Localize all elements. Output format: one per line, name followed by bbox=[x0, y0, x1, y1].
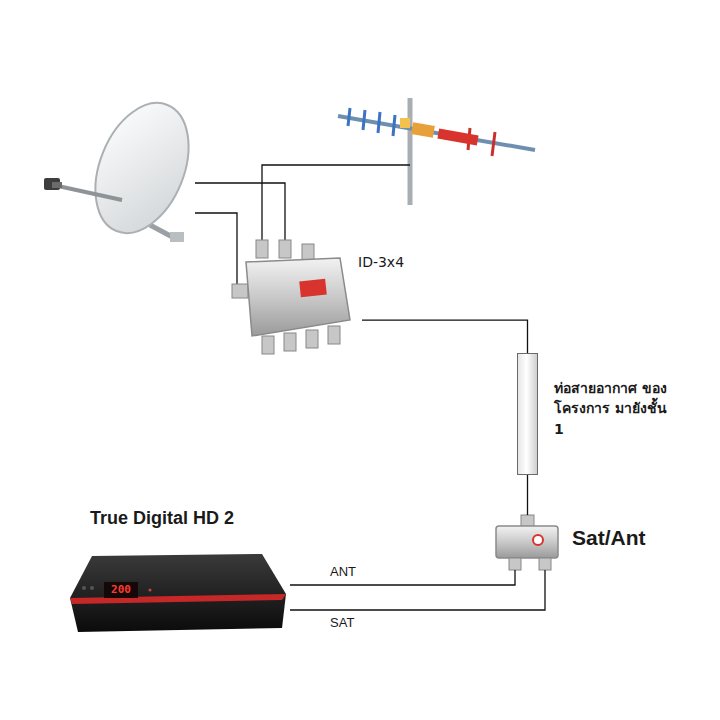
antenna-wire bbox=[262, 165, 410, 244]
device-title: Sat/Ant bbox=[572, 523, 646, 553]
multiswitch bbox=[232, 240, 350, 354]
label-holder: 200 bbox=[105, 582, 137, 598]
cable-duct: ท่อสายอากาศ ของโครงการ มายังชั้น 1 bbox=[517, 353, 538, 475]
device-label: ID-3x4 bbox=[358, 252, 404, 272]
cable-line bbox=[362, 320, 528, 353]
label-holder: ANT bbox=[328, 564, 358, 580]
cable-line bbox=[527, 475, 528, 515]
device-title: True Digital HD 2 bbox=[90, 505, 234, 531]
cable-line bbox=[290, 570, 515, 585]
tv-antenna bbox=[338, 98, 535, 205]
display-digits: 200 bbox=[105, 582, 137, 598]
satellite-dish bbox=[44, 89, 206, 247]
diplexer-node: Sat/Ant bbox=[490, 515, 565, 570]
multiswitch-node: ID-3x4 bbox=[230, 240, 362, 360]
signal-label: SAT bbox=[328, 615, 356, 631]
diplexer bbox=[496, 515, 558, 570]
set-top-box bbox=[70, 554, 286, 632]
duct-note: ท่อสายอากาศ ของโครงการ มายังชั้น 1 bbox=[554, 378, 672, 439]
label-holder: SAT bbox=[328, 615, 356, 631]
set-top-box-node: True Digital HD 2 bbox=[65, 505, 290, 640]
dish-wire bbox=[195, 213, 237, 288]
signal-label: ANT bbox=[328, 564, 358, 580]
